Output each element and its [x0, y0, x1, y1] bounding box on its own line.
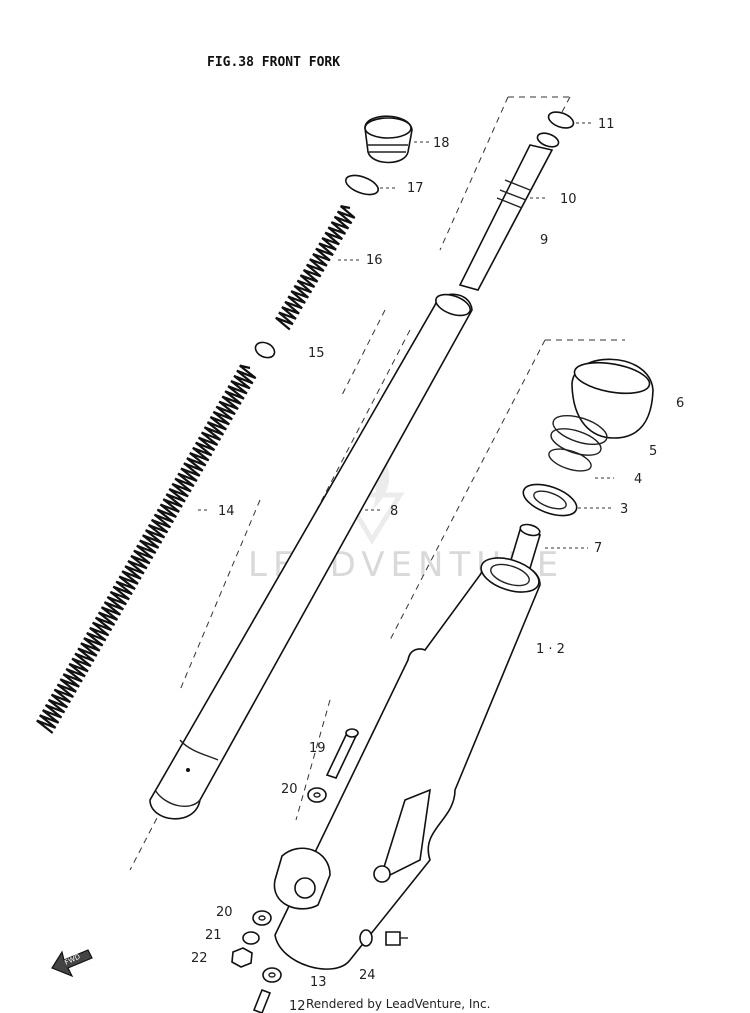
label-22: 22: [191, 951, 208, 966]
part-17-o-ring: [344, 174, 396, 196]
label-17: 17: [407, 181, 424, 196]
part-16-upper-spring: [275, 205, 360, 331]
part-14-fork-spring: [36, 364, 257, 734]
label-19: 19: [309, 741, 326, 756]
label-9: 9: [540, 233, 548, 248]
label-12: 12: [289, 999, 306, 1013]
label-4: 4: [634, 472, 642, 487]
part-5-snap-ring: [550, 414, 608, 456]
part-20-washer-upper: [307, 787, 327, 803]
label-24: 24: [359, 968, 376, 983]
part-6-dust-seal: [571, 358, 654, 439]
part-4-oil-seal: [548, 448, 614, 479]
part-13-washer: [262, 967, 282, 983]
part-11-piston-ring: [547, 111, 594, 129]
part-1-2-outer-tube: [273, 557, 541, 970]
part-24-gasket-and-screw: [359, 929, 408, 947]
label-16: 16: [366, 253, 383, 268]
label-11: 11: [598, 117, 615, 132]
part-9-damper-rod: [458, 132, 560, 291]
label-21: 21: [205, 928, 222, 943]
label-20-upper: 20: [281, 782, 298, 797]
label-7: 7: [594, 541, 602, 556]
label-15: 15: [308, 346, 325, 361]
label-5: 5: [649, 444, 657, 459]
part-8-inner-tube: [149, 293, 473, 820]
fwd-arrow-icon: FWD: [51, 949, 93, 978]
label-6: 6: [676, 396, 684, 411]
label-14: 14: [218, 504, 235, 519]
label-13: 13: [310, 975, 327, 990]
part-3-oil-seal: [522, 483, 614, 517]
part-19-bolt: [325, 728, 359, 779]
figure-title: FIG.38 FRONT FORK: [207, 55, 340, 70]
part-18-cap-bolt: [364, 115, 430, 164]
part-21-lock-washer: [242, 931, 260, 945]
credit-text: Rendered by LeadVenture, Inc.: [306, 997, 490, 1011]
label-3: 3: [620, 502, 628, 517]
label-1-2: 1 · 2: [536, 642, 565, 657]
part-15-spacer: [254, 341, 276, 359]
part-22-nut: [231, 947, 253, 968]
label-20-lower: 20: [216, 905, 233, 920]
label-8: 8: [390, 504, 398, 519]
label-18: 18: [433, 136, 450, 151]
part-12-drain-bolt: [252, 988, 272, 1013]
label-10: 10: [560, 192, 577, 207]
part-20-washer-lower: [252, 910, 272, 926]
